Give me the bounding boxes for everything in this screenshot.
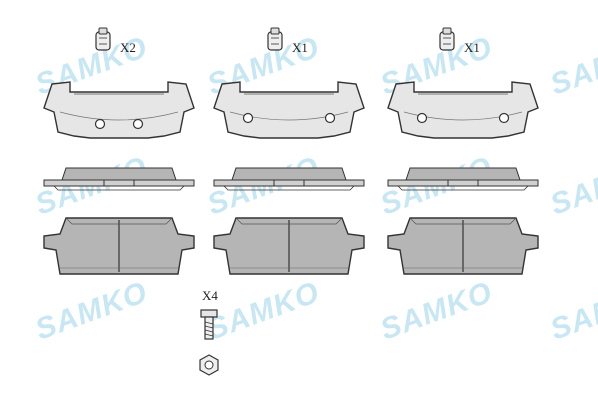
mount-hole — [132, 118, 144, 130]
clip-middle-quantity: X1 — [292, 40, 308, 55]
mount-hole — [416, 112, 428, 124]
watermark: SAMKO — [203, 276, 324, 347]
watermark: SAMKO — [376, 276, 497, 347]
clip-right-quantity: X1 — [464, 40, 480, 55]
pad-backplate-right — [387, 81, 539, 139]
pad-backplate-middle — [213, 81, 365, 139]
mount-hole — [498, 112, 510, 124]
clip-left-quantity: X2 — [120, 40, 136, 55]
bolt-quantity: X4 — [202, 288, 218, 303]
clip-group-left: X2 — [95, 27, 136, 55]
pad-friction-right — [387, 217, 539, 275]
mount-hole — [94, 118, 106, 130]
pad-friction-middle — [213, 217, 365, 275]
watermark-layer: SAMKO SAMKO SAMKO SAMKO SAMKO SAMKO SAMK… — [31, 31, 598, 347]
bolt-group: X4 — [199, 288, 219, 376]
mount-hole — [324, 112, 336, 124]
mount-hole — [242, 112, 254, 124]
watermark: SAMKO — [31, 276, 152, 347]
watermark: SAMKO — [546, 276, 598, 347]
clip-group-middle: X1 — [267, 27, 308, 55]
spring-clip-icon — [439, 27, 455, 51]
clip-group-right: X1 — [439, 27, 480, 55]
pad-friction-left — [43, 217, 195, 275]
watermark: SAMKO — [546, 151, 598, 222]
spring-clip-icon — [267, 27, 283, 51]
spring-clip-icon — [95, 27, 111, 51]
pad-backplate-left — [43, 81, 195, 139]
watermark: SAMKO — [546, 31, 598, 102]
bolt-icon — [200, 309, 218, 340]
nut-icon — [199, 354, 219, 376]
